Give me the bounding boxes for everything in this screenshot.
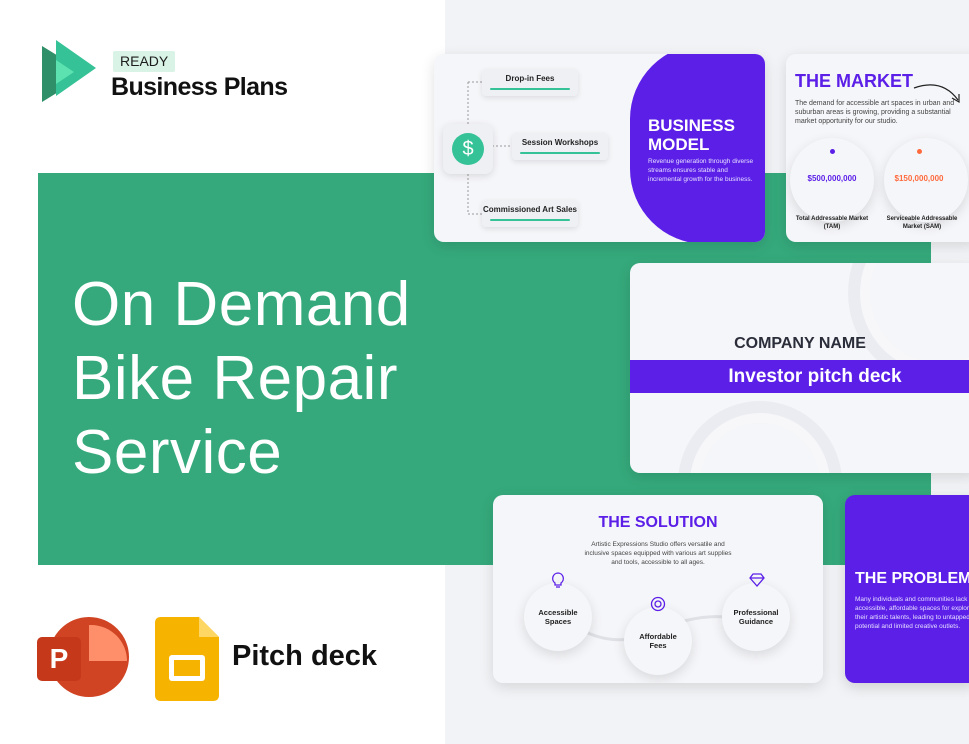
solution-circle-1 (524, 583, 592, 651)
pitch-deck-label: Pitch deck (232, 640, 378, 672)
model-item-3: Commissioned Art Sales (482, 200, 578, 227)
cover-subtitle: Investor pitch deck (728, 366, 902, 387)
decor-ring-2 (700, 423, 820, 473)
arrow-icon (913, 84, 960, 104)
google-slides-icon (155, 617, 219, 701)
sam-value: $150,000,000 (894, 174, 944, 183)
play-logo-icon (42, 40, 96, 102)
tam-value: $500,000,000 (807, 174, 857, 183)
slide-market: THE MARKET The demand for accessible art… (786, 54, 969, 242)
dollar-box: $ (443, 124, 493, 174)
target-icon (650, 596, 666, 617)
solution-item-1: Accessible Spaces (538, 608, 578, 626)
sam-dot (917, 149, 922, 154)
solution-circle-3 (722, 583, 790, 651)
lightbulb-icon (551, 572, 565, 595)
sam-circle: $150,000,000 (884, 138, 968, 222)
business-model-desc: Revenue generation through diverse strea… (648, 158, 754, 183)
sam-label: Serviceable Addressable Market (SAM) (886, 216, 958, 230)
slide-solution: THE SOLUTION Artistic Expressions Studio… (493, 495, 823, 683)
cover-band (630, 360, 969, 393)
tam-label: Total Addressable Market (TAM) (795, 216, 869, 230)
hero-title: On Demand Bike Repair Service (72, 268, 492, 490)
business-model-panel (630, 54, 765, 242)
market-title: THE MARKET (795, 71, 913, 91)
powerpoint-icon: P (37, 617, 129, 703)
solution-circle-2 (624, 607, 692, 675)
business-model-title: BUSINESS MODEL (648, 116, 735, 154)
ready-badge: READY (113, 51, 176, 72)
solution-desc: Artistic Expressions Studio offers versa… (584, 541, 732, 566)
model-item-2: Session Workshops (512, 133, 608, 160)
tam-dot (830, 149, 835, 154)
diamond-icon (749, 573, 765, 592)
solution-item-3: Professional Guidance (733, 608, 779, 626)
hero-title-line-3: Service (72, 418, 283, 487)
slide-cover: COMPANY NAME Investor pitch deck (630, 263, 969, 473)
model-item-1: Drop-in Fees (482, 69, 578, 96)
tam-circle: $500,000,000 (790, 138, 874, 222)
hero-title-line-2: Bike Repair (72, 344, 398, 413)
problem-desc: Many individuals and communities lack ac… (855, 596, 969, 630)
hero-title-line-1: On Demand (72, 270, 411, 339)
solution-item-2: Affordable Fees (639, 632, 677, 650)
brand-name: Business Plans (111, 73, 288, 101)
problem-title: THE PROBLEM (855, 570, 969, 587)
slide-business-model: Drop-in Fees Session Workshops Commissio… (434, 54, 765, 242)
dollar-icon: $ (452, 133, 484, 165)
market-desc: The demand for accessible art spaces in … (795, 100, 955, 125)
company-name: COMPANY NAME (734, 335, 866, 352)
slide-problem: THE PROBLEM Many individuals and communi… (845, 495, 969, 683)
solution-title: THE SOLUTION (598, 514, 718, 531)
